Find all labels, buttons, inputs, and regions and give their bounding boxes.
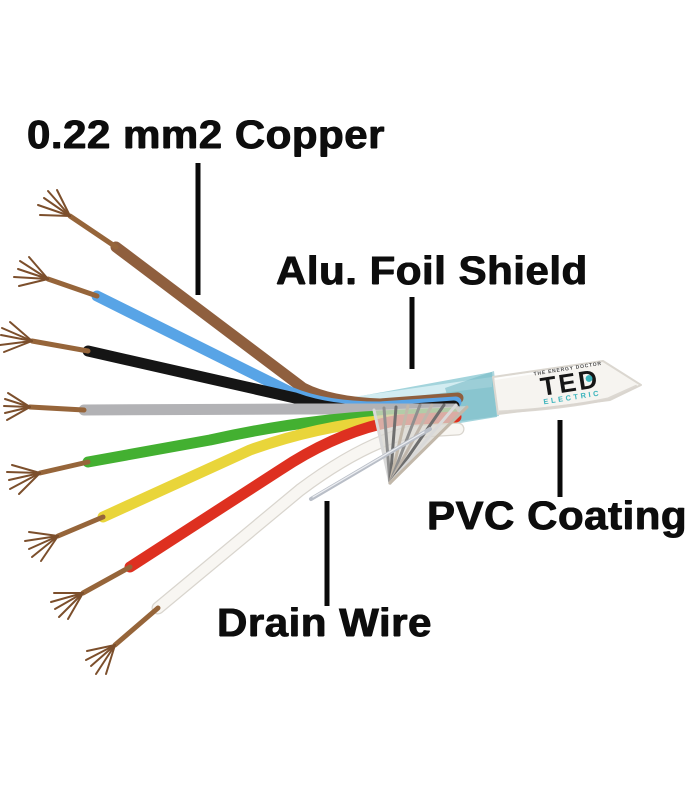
copper-strand-tips <box>0 189 116 675</box>
foil-shield-highlight <box>352 377 492 403</box>
drain-wire <box>309 427 432 501</box>
logo-d-dot <box>585 375 593 382</box>
copper-yellow <box>55 514 106 539</box>
copper-brown <box>67 213 119 250</box>
drain-wire-highlight <box>312 431 425 498</box>
jacket-top-highlight <box>494 362 602 380</box>
strands-red <box>50 592 84 620</box>
label-foil-shield: Alu. Foil Shield <box>276 249 588 293</box>
copper-green <box>37 459 91 476</box>
copper-sections <box>27 213 161 648</box>
strands-gray <box>3 392 31 421</box>
copper-blue <box>45 276 100 299</box>
leader-lines <box>195 163 563 606</box>
label-pvc-coating: PVC Coating <box>427 494 688 538</box>
strands-black <box>0 321 33 353</box>
copper-white <box>112 605 161 648</box>
strands-brown <box>37 189 71 217</box>
strands-white <box>85 644 116 675</box>
strands-blue <box>13 256 49 287</box>
label-copper: 0.22 mm2 Copper <box>27 113 386 157</box>
strands-yellow <box>24 531 59 562</box>
pvc-jacket: THE ENERGY DOCTOR TED ELECTRIC <box>492 360 642 415</box>
foil-fan <box>372 403 469 485</box>
copper-red <box>80 564 133 596</box>
foil-fan-strands <box>372 403 469 485</box>
jacket-bottom-shade <box>498 384 638 414</box>
copper-gray <box>27 404 87 413</box>
label-drain-wire: Drain Wire <box>217 601 432 645</box>
strands-green <box>6 464 41 495</box>
copper-black <box>29 338 91 354</box>
